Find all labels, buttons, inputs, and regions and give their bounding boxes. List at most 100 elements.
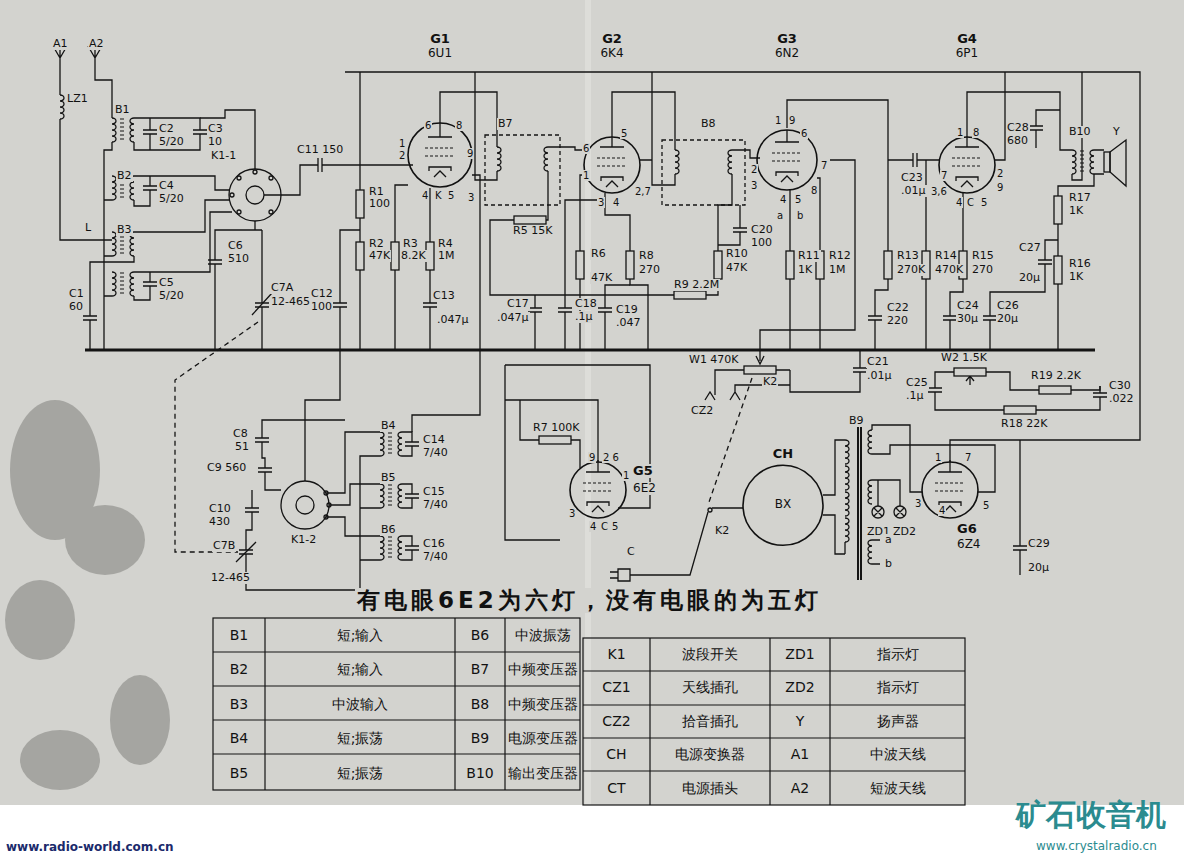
part-label: Y [1112, 126, 1121, 138]
pin-number: 3,6 [930, 186, 948, 197]
table-cell: B8 [455, 687, 505, 721]
part-label: R11 [797, 250, 821, 262]
part-label: 47K [725, 262, 748, 274]
node-heading: G3 [776, 32, 798, 46]
pin-number: 9 [788, 115, 796, 126]
part-label: ZD2 [892, 526, 917, 538]
pin-number: 4 [779, 194, 787, 205]
part-label: C29 [1027, 538, 1051, 550]
part-label: C26 [996, 300, 1020, 312]
part-label: 270 [971, 264, 994, 276]
part-label: W1 470K [688, 354, 740, 366]
part-label: K1-2 [290, 534, 317, 546]
part-label: C15 [422, 486, 446, 498]
part-label: 1M [437, 250, 456, 262]
pin-number: 9 [466, 148, 474, 159]
part-label: .047 [615, 317, 642, 329]
part-label: LZ1 [66, 93, 89, 105]
part-label: B3 [116, 224, 133, 236]
table-cell: A2 [770, 772, 830, 805]
pin-number: 2 [750, 164, 758, 175]
table-cell: CZ1 [583, 671, 650, 704]
pin-number: 8 [972, 127, 980, 138]
table-cell: CT [583, 772, 650, 805]
paper [0, 0, 1184, 805]
envelope-outline [741, 447, 825, 547]
pin-number: 1 [934, 452, 942, 463]
part-label: 10 [207, 136, 223, 148]
part-label: a [884, 534, 893, 546]
part-label: B5 [380, 472, 397, 484]
part-label: R4 [437, 238, 454, 250]
part-label: R8 [638, 250, 655, 262]
power-converter: CHBX [741, 447, 825, 547]
node-subheading: 6Z4 [956, 538, 982, 551]
part-label: C9 560 [206, 462, 247, 474]
table-cell: 短;振荡 [265, 721, 455, 755]
pin-number: a [776, 210, 784, 221]
table-cell: B6 [455, 618, 505, 652]
part-label: C2 [158, 123, 175, 135]
node-heading: G1 [429, 32, 451, 46]
part-label: C7B [212, 540, 236, 552]
part-label: 60 [68, 301, 84, 313]
pin-number: 5 [611, 521, 619, 532]
part-label: C13 [432, 290, 456, 302]
part-label: C16 [422, 538, 446, 550]
part-label: 100 [368, 198, 391, 210]
part-label: C4 [158, 180, 175, 192]
node-subheading: 6N2 [774, 47, 800, 60]
table-cell: 电源变压器 [505, 721, 580, 755]
pin-number: 4 [612, 197, 620, 208]
table-cell: ZD2 [770, 671, 830, 704]
table-cell: 中频变压器 [505, 687, 580, 721]
part-label: C1 [68, 288, 85, 300]
part-label: R3 [402, 238, 419, 250]
pin-number: 8 [810, 185, 818, 196]
part-label: C14 [422, 434, 446, 446]
pin-number: 2 6 [602, 452, 620, 463]
part-label: 7/40 [422, 551, 449, 563]
table-cell: A1 [770, 738, 830, 771]
part-label: 100 [310, 301, 333, 313]
pin-number: 9 [588, 452, 596, 463]
table-cell: 输出变压器 [505, 756, 580, 790]
pin-number: 7 [820, 160, 828, 171]
table-cell: B3 [213, 687, 265, 721]
part-label: 430 [208, 516, 231, 528]
watermark: www.radio-world.com.cn [5, 841, 175, 854]
tube-envelope: G36N2 [755, 32, 819, 192]
part-label: .01μ [900, 185, 927, 197]
part-label: C17 [506, 298, 530, 310]
part-label: K2 [714, 525, 730, 537]
pin-number: C [600, 521, 609, 532]
part-label: R19 2.2K [1030, 370, 1082, 382]
pin-number: 9 [996, 182, 1004, 193]
part-label: K2 [762, 376, 778, 388]
part-label: .01μ [866, 370, 893, 382]
table-cell: ZD1 [770, 638, 830, 671]
part-label: C3 [207, 123, 224, 135]
table-cell: 中频变压器 [505, 652, 580, 686]
pin-number: 6 [424, 120, 432, 131]
part-label: 470K [934, 264, 964, 276]
part-label: R15 [971, 250, 995, 262]
part-label: R10 [725, 248, 749, 260]
part-label: 270 [638, 264, 661, 276]
part-label: L [84, 222, 92, 234]
pin-number: 7 [964, 452, 972, 463]
pin-number: 5 [794, 194, 802, 205]
tube-envelope: G16U1 [406, 32, 474, 189]
node-subheading: 6E2 [632, 482, 657, 495]
pin-number: 1 [398, 138, 406, 149]
part-label: R13 [896, 250, 920, 262]
pin-number: 3 [597, 197, 605, 208]
part-label: R7 100K [532, 422, 580, 434]
watermark: www.crystalradio.cn [1035, 840, 1158, 853]
part-label: .1μ [574, 311, 594, 323]
tube-envelope: G56E2 [568, 460, 657, 520]
table-cell: 中波输入 [265, 687, 455, 721]
table-cell: 波段开关 [650, 638, 770, 671]
part-label: C22 [886, 302, 910, 314]
pin-number: 4 [589, 521, 597, 532]
